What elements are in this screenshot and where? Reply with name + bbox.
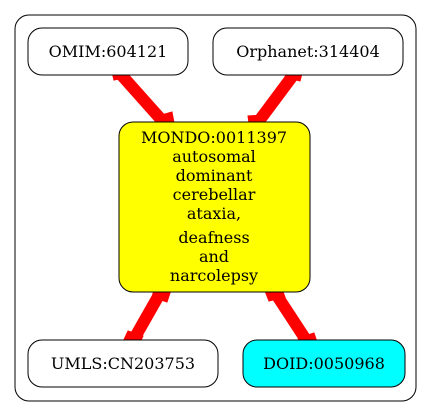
center-line-3: cerebellar xyxy=(173,185,256,204)
node-orphanet[interactable]: Orphanet:314404 xyxy=(212,27,404,76)
center-line-4: ataxia, xyxy=(187,204,241,223)
node-umls-label: UMLS:CN203753 xyxy=(51,354,195,373)
center-line-1: autosomal xyxy=(172,147,256,166)
center-line-2: dominant xyxy=(176,166,253,185)
node-doid[interactable]: DOID:0050968 xyxy=(242,339,406,388)
node-umls[interactable]: UMLS:CN203753 xyxy=(27,339,219,388)
center-line-0: MONDO:0011397 xyxy=(141,128,287,147)
node-orphanet-label: Orphanet:314404 xyxy=(236,42,380,61)
center-line-7: narcolepsy xyxy=(170,266,258,285)
node-doid-label: DOID:0050968 xyxy=(263,354,385,373)
center-line-5: deafness xyxy=(178,228,249,247)
node-omim-label: OMIM:604121 xyxy=(49,42,168,61)
node-center-mondo[interactable]: MONDO:0011397 autosomal dominant cerebel… xyxy=(118,121,311,293)
center-line-6: and xyxy=(199,247,229,266)
node-omim[interactable]: OMIM:604121 xyxy=(27,27,189,76)
